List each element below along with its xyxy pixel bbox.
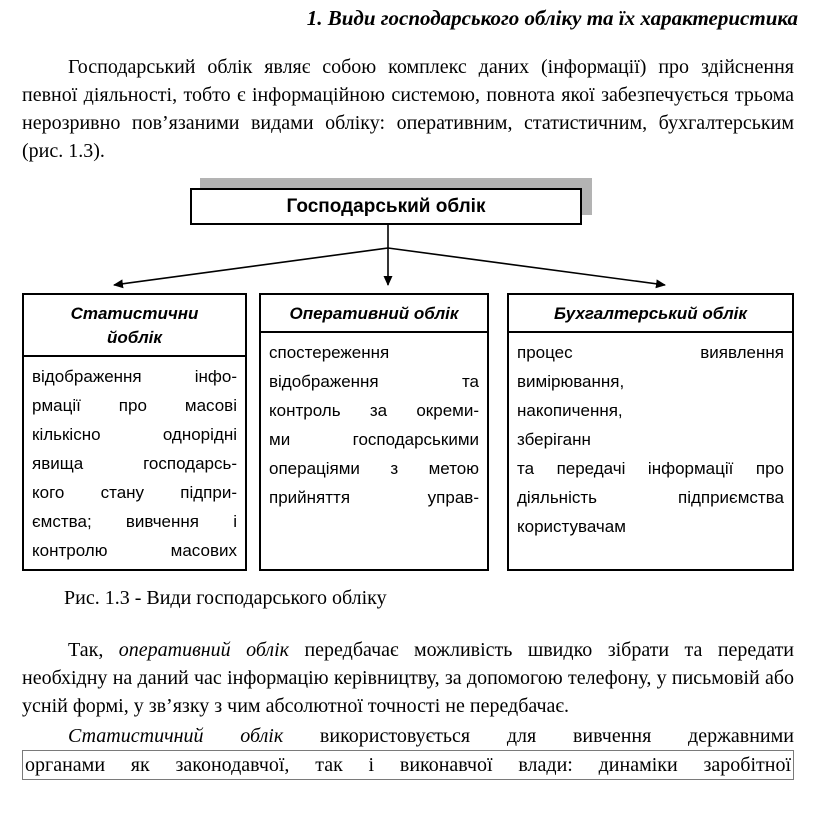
intro-paragraph: Господарський облік являє собою комплекс… bbox=[22, 56, 794, 162]
diagram-box-operational-body: спостереження відображення та контроль з… bbox=[269, 343, 479, 507]
diagram-root-box: Господарський облік bbox=[190, 188, 582, 225]
paragraph-operational: Так, оперативний облік передбачає можлив… bbox=[22, 636, 794, 720]
diagram-box-accounting-body: процес виявлення вимірювання, накопиченн… bbox=[517, 343, 784, 536]
statistical-boxed-line: органами як законодавчої, так і виконавч… bbox=[22, 750, 794, 780]
accounting-types-diagram: Господарський облік Статистични йоблік в… bbox=[22, 179, 794, 571]
operational-rest-text: передбачає можливість швидко зібрати та … bbox=[22, 639, 795, 717]
diagram-box-statistical-title: Статистични йоблік bbox=[24, 295, 245, 357]
diagram-arrows bbox=[113, 225, 666, 289]
diagram-box-accounting: Бухгалтерський облік процес виявлення ви… bbox=[507, 293, 794, 571]
diagram-box-operational-title: Оперативний облік bbox=[261, 295, 487, 333]
statistical-term: Статистичний облік bbox=[68, 725, 284, 747]
diagram-box-operational: Оперативний облік спостереження відображ… bbox=[259, 293, 489, 571]
page-title: 1. Види господарського обліку та їх хара… bbox=[306, 6, 798, 30]
operational-lead-text: Так, bbox=[68, 639, 119, 661]
statistical-line1-text: використовується для вивчення державними bbox=[283, 725, 794, 747]
diagram-box-statistical-body: відображення інфо- рмації про масові кіл… bbox=[32, 367, 237, 560]
figure-caption: Рис. 1.3 - Види господарського обліку bbox=[64, 587, 387, 609]
diagram-root-label: Господарський облік bbox=[286, 195, 486, 217]
document-page: 1. Види господарського обліку та їх хара… bbox=[0, 6, 816, 780]
arrow-to-accounting bbox=[387, 247, 666, 289]
diagram-boxes-row: Статистични йоблік відображення інфо- рм… bbox=[22, 293, 794, 571]
paragraph-statistical: Статистичний облік використовується для … bbox=[22, 722, 794, 780]
arrow-to-statistical bbox=[113, 247, 389, 289]
diagram-box-accounting-title: Бухгалтерський облік bbox=[509, 295, 792, 333]
operational-term: оперативний облік bbox=[118, 639, 290, 661]
diagram-box-statistical: Статистични йоблік відображення інфо- рм… bbox=[22, 293, 247, 571]
